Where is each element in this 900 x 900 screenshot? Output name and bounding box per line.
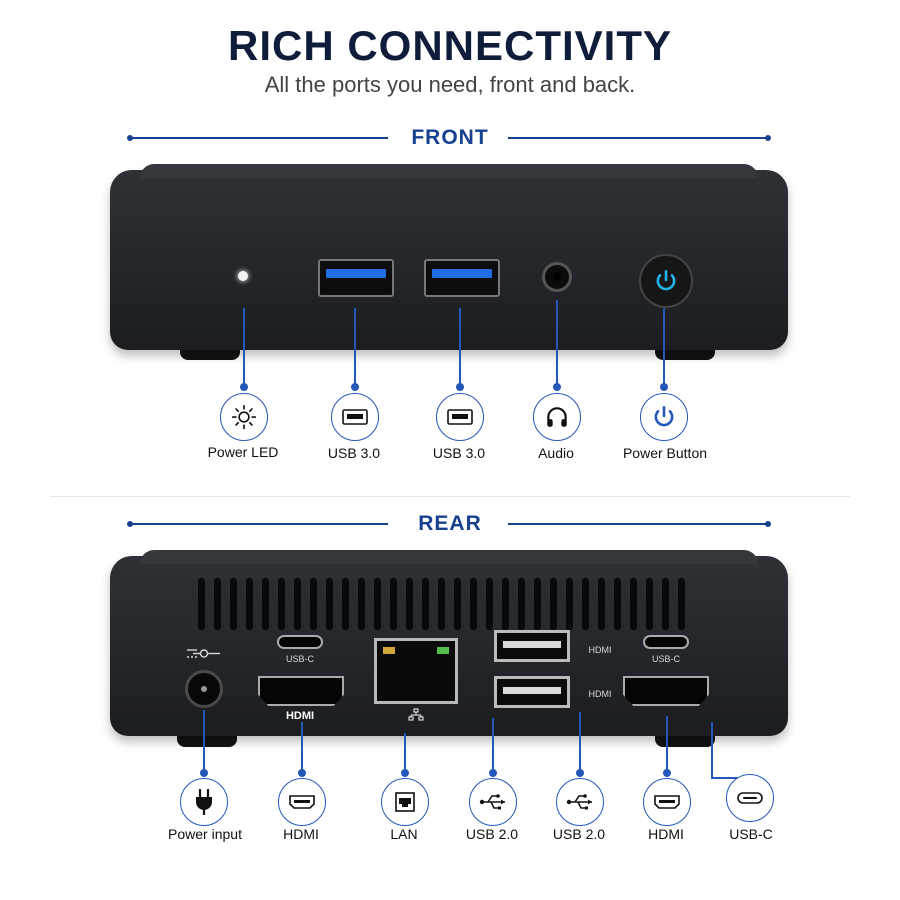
audio-jack bbox=[542, 262, 572, 292]
page-title: RICH CONNECTIVITY bbox=[227, 22, 672, 69]
callout-line-audio bbox=[553, 300, 561, 391]
rear-label-hdmi-left: HDMI bbox=[283, 826, 319, 842]
rear-label-usbc: USB-C bbox=[729, 826, 773, 842]
rear-label-hdmi-right: HDMI bbox=[648, 826, 684, 842]
rear-label-usb2-2: USB 2.0 bbox=[552, 826, 606, 842]
power-led-callout bbox=[220, 393, 268, 441]
usb-port-icon bbox=[447, 409, 473, 425]
lan-network-icon bbox=[408, 708, 424, 721]
rear-mark-usbc-right: USB-C bbox=[651, 654, 680, 664]
callout-line-usb2-2 bbox=[576, 712, 584, 777]
rear-usb2-port-1 bbox=[494, 630, 570, 662]
rear-heading: REAR bbox=[418, 512, 482, 535]
lan-port bbox=[374, 638, 458, 704]
rear-label-lan: LAN bbox=[390, 826, 418, 842]
rear-mark-hdmi-right-top: HDMI bbox=[588, 645, 612, 655]
callout-line-led bbox=[240, 308, 248, 391]
rear-mark-hdmi-left: HDMI bbox=[285, 710, 315, 722]
front-rule-right bbox=[508, 135, 771, 141]
page-subtitle: All the ports you need, front and back. bbox=[264, 72, 636, 97]
usb-c-icon bbox=[737, 792, 763, 804]
vent-grille bbox=[198, 578, 685, 630]
hdmi-icon bbox=[289, 795, 315, 809]
usb3-callout-2 bbox=[436, 393, 484, 441]
dc-polarity-icon bbox=[187, 649, 220, 658]
rear-mark-hdmi-right-bottom: HDMI bbox=[588, 689, 612, 699]
power-input-callout bbox=[180, 778, 228, 826]
section-divider bbox=[50, 496, 850, 497]
front-rule-left bbox=[127, 135, 388, 141]
front-label-usb3-1: USB 3.0 bbox=[327, 445, 381, 461]
rear-usb2-port-2 bbox=[494, 676, 570, 708]
rear-usbc-port-right bbox=[643, 635, 689, 649]
power-led bbox=[238, 271, 248, 281]
callout-line-power bbox=[660, 308, 668, 391]
hdmi-icon bbox=[654, 795, 680, 809]
front-usb3-port-2 bbox=[424, 259, 500, 297]
rear-label-usb2-1: USB 2.0 bbox=[465, 826, 519, 842]
rear-mark-usbc-left: USB-C bbox=[285, 654, 314, 664]
hdmi-left-callout bbox=[278, 778, 326, 826]
front-label-power-led: Power LED bbox=[207, 444, 279, 460]
hdmi-right-callout bbox=[643, 778, 691, 826]
rear-usbc-port-left bbox=[277, 635, 323, 649]
front-label-usb3-2: USB 3.0 bbox=[432, 445, 486, 461]
rear-rule-left bbox=[127, 521, 388, 527]
usb-symbol-icon bbox=[566, 794, 592, 810]
rear-rule-right bbox=[508, 521, 771, 527]
callout-line-usb2-1 bbox=[489, 718, 497, 777]
callout-line-usb3-1 bbox=[351, 308, 359, 391]
sun-icon bbox=[231, 404, 257, 430]
usbc-callout bbox=[726, 774, 774, 822]
power-icon bbox=[654, 405, 674, 427]
rear-device-top bbox=[140, 550, 758, 564]
front-label-audio: Audio bbox=[538, 445, 574, 461]
callout-line-power-input bbox=[200, 710, 208, 777]
front-label-power-button: Power Button bbox=[622, 445, 708, 461]
rear-foot-right bbox=[655, 733, 715, 747]
front-device-top bbox=[140, 164, 758, 178]
usb2-callout-1 bbox=[469, 778, 517, 826]
power-button-callout bbox=[640, 393, 688, 441]
rear-hdmi-port-left bbox=[258, 676, 344, 706]
usb3-callout-1 bbox=[331, 393, 379, 441]
plug-icon bbox=[196, 788, 212, 815]
callout-line-usbc bbox=[711, 722, 738, 779]
front-heading: FRONT bbox=[411, 126, 489, 149]
headphones-icon bbox=[547, 407, 567, 427]
callout-line-usb3-2 bbox=[456, 308, 464, 391]
power-button[interactable] bbox=[639, 254, 693, 308]
usb-symbol-icon bbox=[479, 794, 505, 810]
power-glow-icon bbox=[656, 269, 676, 291]
usb-port-icon bbox=[342, 409, 368, 425]
lan-callout bbox=[381, 778, 429, 826]
front-usb3-port-1 bbox=[318, 259, 394, 297]
rear-label-power-input: Power input bbox=[168, 826, 242, 842]
callout-line-hdmi-right bbox=[663, 716, 671, 777]
rear-hdmi-port-right bbox=[623, 676, 709, 706]
usb2-callout-2 bbox=[556, 778, 604, 826]
callout-line-lan bbox=[401, 733, 409, 777]
audio-callout bbox=[533, 393, 581, 441]
rear-foot-left bbox=[177, 733, 237, 747]
callout-line-hdmi-left bbox=[298, 722, 306, 777]
ethernet-icon bbox=[395, 792, 415, 812]
dc-power-jack bbox=[185, 670, 223, 708]
